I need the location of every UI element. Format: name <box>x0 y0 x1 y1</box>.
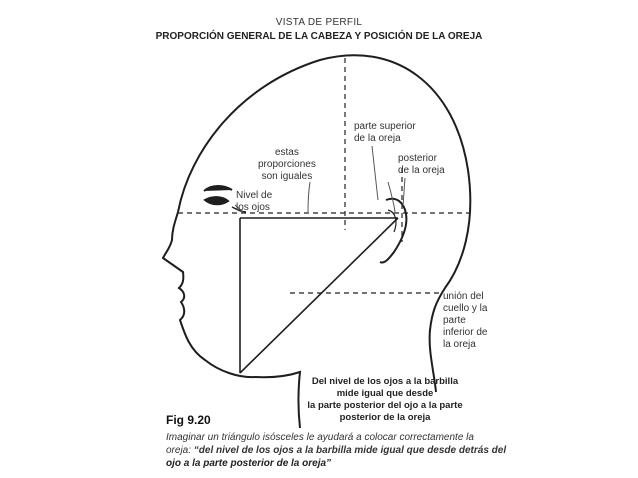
ear <box>379 197 408 264</box>
diagram-subtitle: VISTA DE PERFIL <box>275 17 363 28</box>
eye <box>203 185 233 206</box>
face-profile <box>161 211 256 379</box>
label-neck-junction: unión del cuello y la parte inferior de … <box>443 291 488 350</box>
proportion-brace <box>307 181 396 213</box>
jaw-neck-line <box>254 370 302 429</box>
measurement-note: Del nivel de los ojos a la barbilla mide… <box>307 376 463 423</box>
eyelid <box>231 206 247 213</box>
label-top-of-ear: parte superior de la oreja <box>354 121 416 144</box>
ear-back-pointer <box>402 177 406 207</box>
figure-number: Fig 9.20 <box>166 413 211 427</box>
label-eye-level: Nivel de los ojos <box>236 190 273 213</box>
eye-label-pointer <box>234 204 245 214</box>
caption-line-1: Imaginar un triángulo isósceles le ayuda… <box>166 432 474 443</box>
diagram-title: PROPORCIÓN GENERAL DE LA CABEZA Y POSICI… <box>155 31 483 42</box>
label-back-of-ear: posterior de la oreja <box>398 153 445 176</box>
label-equal-proportions: estas proporciones son iguales <box>258 147 316 182</box>
ear-top-pointer <box>371 145 379 201</box>
caption-line-2: oreja: “del nivel de los ojos a la barbi… <box>166 445 507 456</box>
triangle-hypotenuse <box>239 217 399 374</box>
head-outline <box>177 54 472 393</box>
caption-line-3: ojo a la parte posterior de la oreja” <box>166 458 332 469</box>
